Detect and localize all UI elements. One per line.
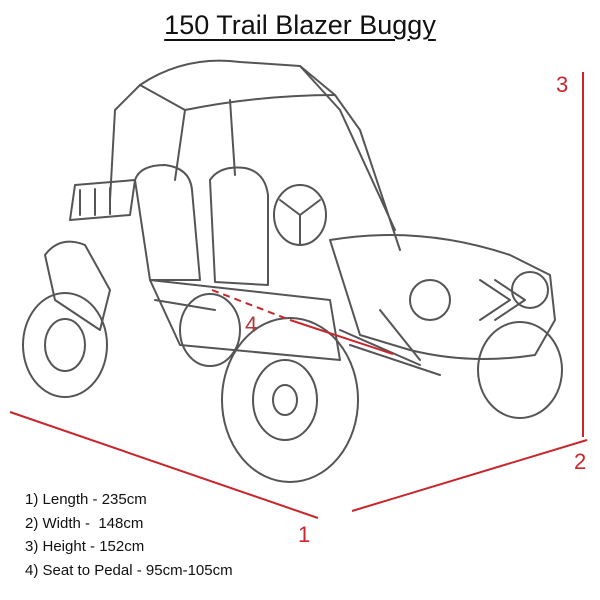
roll-cage: [109, 65, 401, 251]
dimension-lines: [9, 72, 588, 519]
spec-width: 2) Width - 148cm: [25, 514, 144, 532]
length-marker: 1: [298, 522, 311, 547]
width-line: [351, 439, 588, 512]
page-title: 150 Trail Blazer Buggy: [164, 10, 436, 40]
headlight-left: [409, 279, 451, 321]
height-marker: 3: [556, 72, 569, 97]
rear-fender: [44, 240, 111, 331]
rear-left-wheel: [22, 292, 108, 398]
spec-seat-to-pedal: 4) Seat to Pedal - 95cm-105cm: [25, 561, 233, 579]
front-right-wheel: [477, 321, 563, 419]
seat-left: [134, 164, 201, 281]
front-body: [329, 234, 556, 360]
headlight-right: [511, 271, 549, 309]
front-left-wheel: [221, 317, 359, 483]
suspension: [339, 309, 441, 376]
rear-right-wheel: [179, 293, 241, 367]
chassis: [149, 279, 341, 361]
width-marker: 2: [574, 449, 587, 474]
seat-right: [209, 166, 269, 286]
roof-canopy: [139, 59, 336, 111]
seat-pedal-line: [289, 319, 394, 355]
spec-height: 3) Height - 152cm: [25, 538, 145, 555]
length-line: [9, 411, 319, 519]
rear-rack: [69, 179, 136, 221]
spec-length: 1) Length - 235cm: [25, 491, 147, 508]
seat-pedal-marker: 4: [245, 312, 258, 337]
spec-list: 1) Length - 235cm 2) Width - 148cm 3) He…: [25, 488, 233, 582]
